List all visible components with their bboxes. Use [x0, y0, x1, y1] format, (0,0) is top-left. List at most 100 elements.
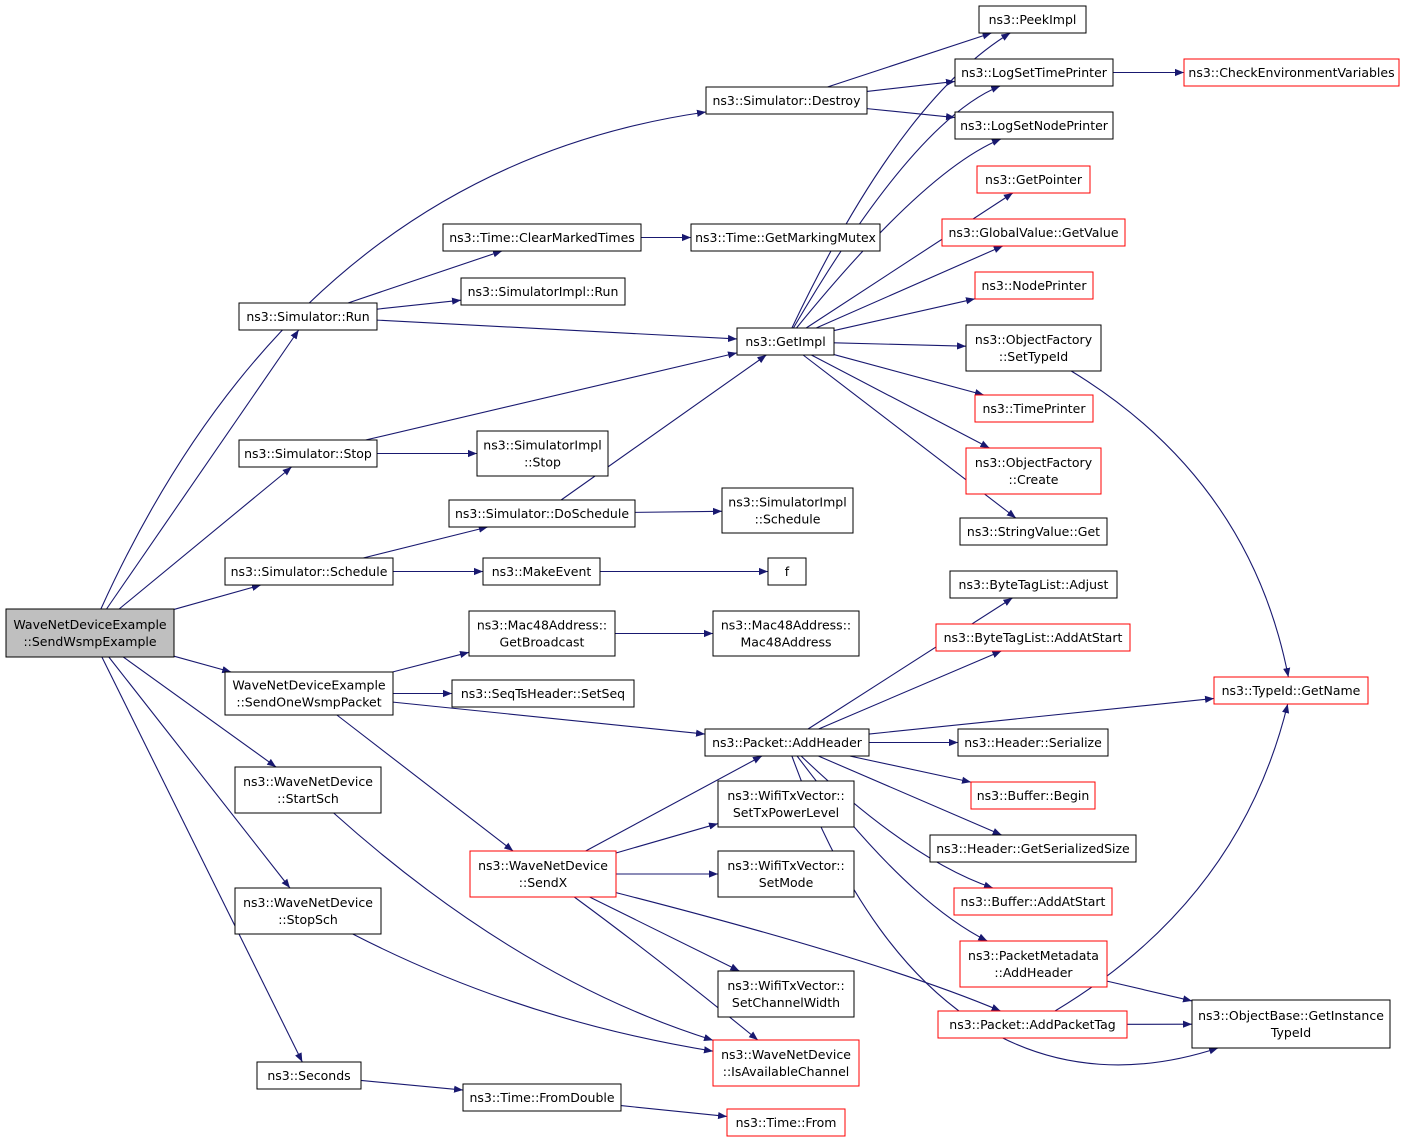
edge-stopsch-to-isavailable — [352, 933, 714, 1054]
node-f[interactable]: f — [767, 557, 807, 586]
edge-run-to-getimpl — [376, 319, 738, 343]
edge-sendx-to-addpackettag — [615, 892, 1001, 1012]
node-getbroadcast-box — [468, 610, 616, 657]
node-addheader-box — [704, 728, 870, 757]
edge-sendx-to-isavailable — [573, 896, 759, 1041]
node-sendx[interactable]: ns3::WaveNetDevice::SendX — [469, 850, 617, 898]
node-getmarkingmutex-label-0: ns3::Time::GetMarkingMutex — [695, 230, 876, 245]
node-objfactsettype[interactable]: ns3::ObjectFactory::SetTypeId — [965, 324, 1102, 372]
node-seconds-box — [256, 1061, 362, 1090]
node-settxpower-box — [717, 780, 855, 828]
node-destroy-label-0: ns3::Simulator::Destroy — [713, 93, 862, 108]
node-doschedule[interactable]: ns3::Simulator::DoSchedule — [448, 499, 636, 528]
node-fromdouble[interactable]: ns3::Time::FromDouble — [462, 1083, 622, 1112]
node-macaddr[interactable]: ns3::Mac48Address::Mac48Address — [712, 610, 860, 657]
node-addheader[interactable]: ns3::Packet::AddHeader — [704, 728, 870, 757]
node-simimplrun-box — [460, 277, 626, 306]
node-headergetsize[interactable]: ns3::Header::GetSerializedSize — [929, 834, 1137, 863]
node-simimplrun[interactable]: ns3::SimulatorImpl::Run — [460, 277, 626, 306]
node-timeprinter-label-0: ns3::TimePrinter — [983, 401, 1087, 416]
edge-stop-to-getimpl — [365, 351, 738, 441]
node-run[interactable]: ns3::Simulator::Run — [238, 302, 378, 331]
edge-run-to-clearmarked — [347, 250, 503, 304]
node-sendonewsmp-label-0: WaveNetDeviceExample — [232, 678, 386, 693]
edge-addheader-to-bytetagadjust — [807, 597, 1013, 730]
node-pktmetaaddheader[interactable]: ns3::PacketMetadata::AddHeader — [959, 940, 1108, 988]
node-globalvalue[interactable]: ns3::GlobalValue::GetValue — [941, 218, 1126, 247]
node-bufferaddstart[interactable]: ns3::Buffer::AddAtStart — [953, 887, 1113, 916]
node-stop-label-0: ns3::Simulator::Stop — [244, 446, 372, 461]
node-typeidgetname[interactable]: ns3::TypeId::GetName — [1213, 676, 1369, 705]
node-setseq-label-0: ns3::SeqTsHeader::SetSeq — [461, 686, 625, 701]
node-logsettime[interactable]: ns3::LogSetTimePrinter — [954, 58, 1114, 87]
edge-sendonewsmp-to-getbroadcast — [392, 651, 470, 673]
node-startsch-label-1: ::StartSch — [277, 791, 339, 806]
node-makeevent-label-0: ns3::MakeEvent — [492, 564, 592, 579]
node-bytetagaddstart[interactable]: ns3::ByteTagList::AddAtStart — [935, 623, 1131, 652]
node-logsettime-box — [954, 58, 1114, 87]
node-bytetagadjust[interactable]: ns3::ByteTagList::Adjust — [949, 570, 1118, 599]
node-setseq[interactable]: ns3::SeqTsHeader::SetSeq — [451, 679, 635, 708]
edge-sendx-to-addheader — [585, 755, 763, 852]
node-settxpower-label-0: ns3::WifiTxVector:: — [727, 788, 844, 803]
node-timeprinter[interactable]: ns3::TimePrinter — [974, 394, 1094, 423]
edge-root-to-stopsch — [108, 656, 291, 889]
node-clearmarked[interactable]: ns3::Time::ClearMarkedTimes — [442, 223, 642, 252]
edge-root-to-startsch — [123, 656, 277, 768]
edge-getimpl-to-globalvalue — [815, 245, 1004, 329]
node-fromdouble-box — [462, 1083, 622, 1112]
node-getimpl[interactable]: ns3::GetImpl — [736, 327, 835, 356]
node-headerserialize[interactable]: ns3::Header::Serialize — [957, 728, 1109, 757]
node-setchannelwidth[interactable]: ns3::WifiTxVector::SetChannelWidth — [717, 970, 855, 1018]
node-objfactcreate[interactable]: ns3::ObjectFactory::Create — [965, 447, 1102, 495]
node-getinstancetypeid-label-1: TypeId — [1270, 1025, 1311, 1040]
node-destroy[interactable]: ns3::Simulator::Destroy — [705, 86, 868, 115]
node-isavailable[interactable]: ns3::WaveNetDevice::IsAvailableChannel — [712, 1039, 860, 1087]
node-clearmarked-box — [442, 223, 642, 252]
node-headergetsize-box — [929, 834, 1137, 863]
node-f-box — [767, 557, 807, 586]
node-simimplschedule[interactable]: ns3::SimulatorImpl::Schedule — [721, 487, 854, 534]
node-bufferbegin[interactable]: ns3::Buffer::Begin — [970, 781, 1096, 810]
node-getpointer[interactable]: ns3::GetPointer — [976, 165, 1091, 194]
node-logsetnode[interactable]: ns3::LogSetNodePrinter — [954, 111, 1114, 140]
node-timefrom[interactable]: ns3::Time::From — [726, 1108, 846, 1137]
node-schedule[interactable]: ns3::Simulator::Schedule — [224, 557, 394, 586]
node-simimplschedule-label-1: ::Schedule — [755, 512, 821, 527]
node-stringvalueget[interactable]: ns3::StringValue::Get — [959, 517, 1108, 546]
edge-root-to-destroy — [100, 109, 707, 610]
edge-getimpl-to-nodeprinter — [833, 297, 976, 332]
node-stop[interactable]: ns3::Simulator::Stop — [238, 439, 378, 468]
node-settxpower[interactable]: ns3::WifiTxVector::SetTxPowerLevel — [717, 780, 855, 828]
node-getpointer-label-0: ns3::GetPointer — [985, 172, 1083, 187]
edge-root-to-stop — [118, 466, 292, 610]
node-stopsch[interactable]: ns3::WaveNetDevice::StopSch — [234, 887, 382, 935]
node-root[interactable]: WaveNetDeviceExample::SendWsmpExample — [5, 608, 175, 658]
node-simimplstop[interactable]: ns3::SimulatorImpl::Stop — [476, 430, 609, 477]
node-startsch-box — [234, 766, 382, 814]
node-checkenv[interactable]: ns3::CheckEnvironmentVariables — [1183, 58, 1400, 87]
node-addpackettag[interactable]: ns3::Packet::AddPacketTag — [937, 1010, 1128, 1039]
edge-sendonewsmp-to-sendx — [336, 714, 514, 852]
node-setmode-label-1: SetMode — [759, 875, 814, 890]
node-getbroadcast[interactable]: ns3::Mac48Address::GetBroadcast — [468, 610, 616, 657]
node-objfactsettype-label-1: ::SetTypeId — [999, 349, 1068, 364]
node-startsch[interactable]: ns3::WaveNetDevice::StartSch — [234, 766, 382, 814]
edge-addheader-to-typeidgetname — [868, 695, 1215, 735]
node-setmode[interactable]: ns3::WifiTxVector::SetMode — [717, 850, 855, 898]
node-timefrom-box — [726, 1108, 846, 1137]
edge-getimpl-to-objfactcreate — [811, 354, 990, 449]
node-seconds[interactable]: ns3::Seconds — [256, 1061, 362, 1090]
node-macaddr-label-1: Mac48Address — [740, 635, 831, 650]
node-nodeprinter[interactable]: ns3::NodePrinter — [974, 271, 1094, 300]
node-makeevent[interactable]: ns3::MakeEvent — [482, 557, 601, 586]
node-getmarkingmutex[interactable]: ns3::Time::GetMarkingMutex — [690, 223, 881, 252]
edge-fromdouble-to-timefrom — [620, 1105, 728, 1120]
node-sendonewsmp[interactable]: WaveNetDeviceExample::SendOneWsmpPacket — [224, 671, 394, 716]
edge-doschedule-to-getimpl — [560, 354, 767, 501]
node-peekimpl[interactable]: ns3::PeekImpl — [978, 5, 1087, 34]
node-schedule-label-0: ns3::Simulator::Schedule — [231, 564, 388, 579]
node-settxpower-label-1: SetTxPowerLevel — [733, 805, 839, 820]
node-root-label-0: WaveNetDeviceExample — [13, 617, 167, 632]
